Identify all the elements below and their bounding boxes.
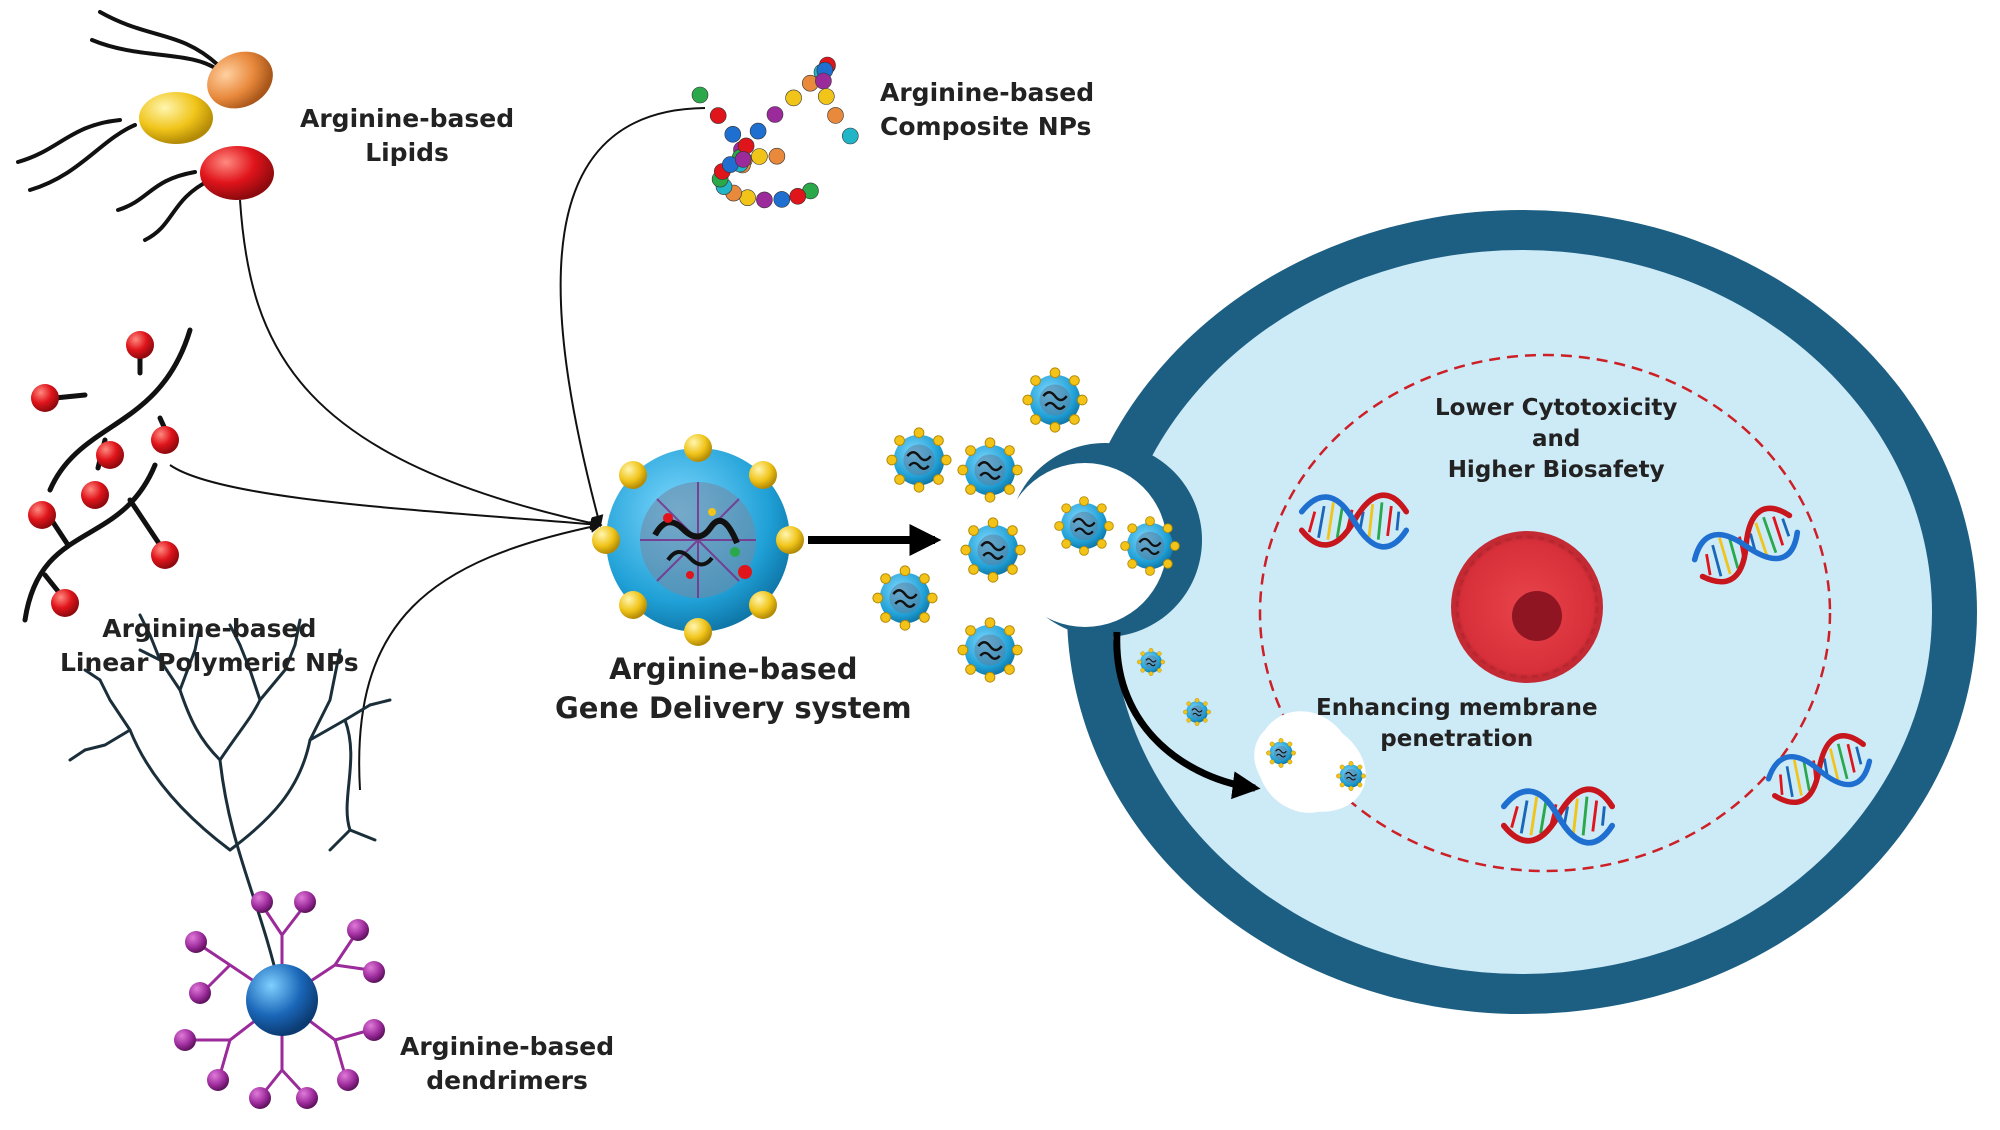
nanoparticle-icon: [1182, 697, 1212, 727]
composite-bead: [817, 88, 835, 105]
connector-arrow-linear: [169, 464, 603, 531]
composite-bead: [841, 127, 859, 145]
linear-label-line-1: Arginine-based: [102, 614, 317, 643]
composite-bead: [709, 107, 727, 124]
nanoparticle-icon: [871, 564, 939, 632]
cytotoxicity-label-line-2: and: [1531, 426, 1581, 453]
connector-arrow-lipids: [239, 199, 603, 529]
internalization-arrow: [1113, 631, 1261, 800]
composite-bead: [691, 86, 709, 104]
nucleus-icon: [1451, 531, 1603, 683]
composite-label-line-1: Arginine-based: [880, 78, 1095, 107]
lipid-molecule-icon: [16, 10, 274, 242]
linear-label-line-2: Linear Polymeric NPs: [60, 647, 359, 677]
composite-bead: [756, 191, 773, 209]
lipids-label: Arginine-based Lipids: [300, 102, 514, 170]
nanoparticle-icon: [1265, 737, 1297, 769]
composite-bead: [827, 107, 844, 124]
membrane-label-line-2: penetration: [1380, 726, 1534, 753]
composite-bead: [749, 122, 767, 140]
dendrimers-label-line-1: Arginine-based: [400, 1032, 615, 1061]
nanoparticle-icon: [956, 616, 1024, 684]
composite-label-line-2: Composite NPs: [880, 111, 1092, 141]
nanoparticle-icon: [885, 426, 953, 494]
composite-bead: [815, 72, 832, 90]
nanoparticle-icon: [1136, 647, 1166, 677]
composite-bead: [724, 126, 742, 143]
cytotoxicity-label-line-3: Higher Biosafety: [1447, 457, 1665, 484]
cytotoxicity-label: Lower Cytotoxicity and Higher Biosafety: [1435, 393, 1677, 486]
nucleolus-icon: [1512, 591, 1562, 641]
cell-icon: [1003, 210, 1977, 1014]
nanoparticle-icon: [959, 516, 1027, 584]
gene-delivery-label-line-2: Gene Delivery system: [555, 691, 912, 726]
composite-label: Arginine-based Composite NPs: [880, 76, 1094, 144]
dendrimers-label-line-2: dendrimers: [426, 1065, 588, 1095]
connector-arrow-composite: [559, 107, 706, 528]
nuclear-envelope-dashed: [1258, 353, 1832, 873]
nanoparticle-icon: [1119, 515, 1181, 577]
composite-bead: [789, 188, 807, 205]
lipids-label-line-2: Lipids: [365, 137, 449, 167]
composite-bead: [773, 191, 791, 208]
nanoparticle-icon: [956, 436, 1024, 504]
dendrimers-label: Arginine-based dendrimers: [400, 1030, 614, 1098]
linear-polymer-icon: [22, 327, 193, 623]
nanoparticle-icon: [1053, 495, 1115, 557]
lipids-label-line-1: Arginine-based: [300, 104, 515, 133]
gene-delivery-label-line-1: Arginine-based: [609, 652, 858, 686]
composite-bead: [785, 89, 802, 107]
composite-bead: [768, 147, 786, 165]
nanoparticle-icon: [1335, 760, 1367, 792]
composite-bead: [739, 189, 756, 206]
dendrimer-icon: [68, 613, 392, 1109]
membrane-label-line-1: Enhancing membrane: [1316, 695, 1598, 721]
composite-bead: [734, 151, 752, 168]
linear-polymer-label: Arginine-based Linear Polymeric NPs: [60, 612, 359, 680]
composite-nanoparticle-chain-icon: [691, 56, 859, 209]
composite-bead: [766, 106, 784, 123]
composite-bead: [737, 137, 755, 155]
cytotoxicity-label-line-1: Lower Cytotoxicity: [1435, 395, 1678, 421]
gene-delivery-nanoparticle-icon: [592, 434, 804, 646]
connector-arrow-dendrimers: [358, 521, 603, 791]
gene-delivery-label: Arginine-based Gene Delivery system: [555, 650, 912, 728]
membrane-penetration-label: Enhancing membrane penetration: [1316, 693, 1598, 755]
nanoparticle-icon: [1021, 366, 1089, 434]
composite-bead: [751, 148, 768, 165]
